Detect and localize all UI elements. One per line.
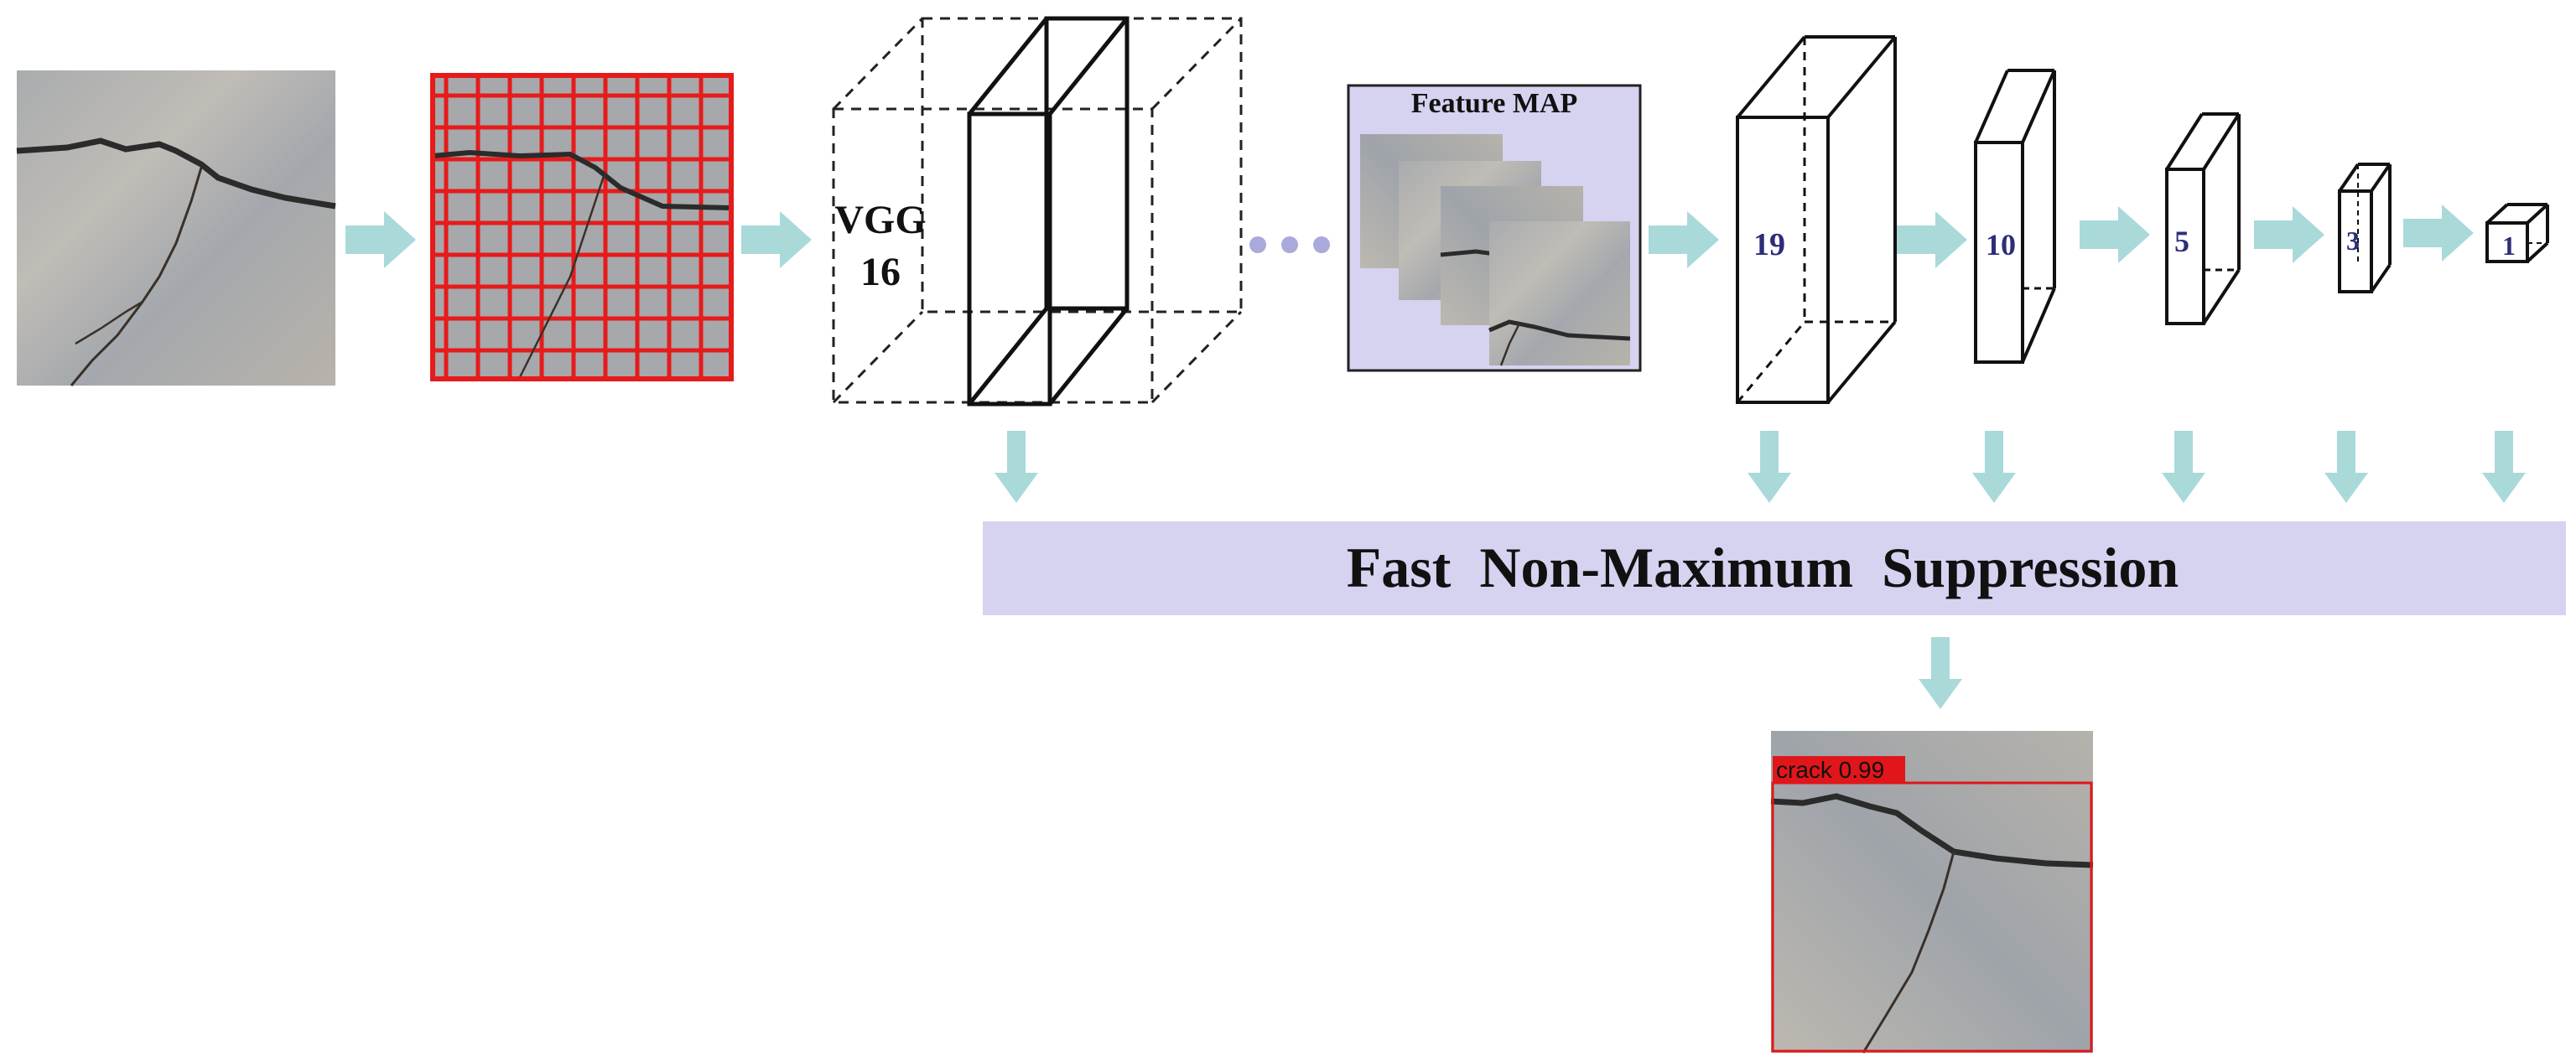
feature-block-10	[1974, 69, 2056, 364]
flow-arrow-7	[2403, 205, 2474, 262]
feature-scale-3: 3	[2346, 225, 2360, 256]
vgg16-block: VGG 16	[832, 16, 1243, 407]
vgg-label-line2: 16	[860, 250, 901, 294]
ellipsis-dots	[1249, 236, 1330, 253]
feature-map-stack	[1360, 134, 1631, 366]
detection-label-bg	[1773, 756, 1905, 783]
down-arrow-19	[1748, 431, 1791, 503]
nms-bar: Fast Non-Maximum Suppression	[983, 521, 2566, 615]
down-arrow-output	[1919, 637, 1962, 709]
detection-label: crack 0.99	[1776, 757, 1884, 783]
flow-arrow-2	[741, 211, 812, 268]
detection-bounding-box	[1771, 781, 2093, 1053]
down-arrow-1	[2482, 431, 2526, 503]
feature-map-title: Feature MAP	[1411, 88, 1578, 119]
feature-scale-19: 19	[1753, 227, 1785, 262]
flow-arrow-1	[345, 211, 416, 268]
feature-block-1	[2485, 203, 2549, 263]
feature-map-panel: Feature MAP	[1347, 84, 1642, 372]
feature-block-3	[2338, 163, 2392, 293]
feature-block-5	[2165, 112, 2241, 325]
down-arrow-10	[1972, 431, 2016, 503]
input-crack-image	[16, 70, 336, 386]
flow-arrow-5	[2080, 206, 2150, 263]
output-detection-image: crack 0.99	[1770, 731, 2094, 1054]
down-arrow-5	[2162, 431, 2205, 503]
flow-arrow-6	[2254, 206, 2324, 263]
grid-split-image	[430, 73, 734, 381]
down-arrow-3	[2324, 431, 2368, 503]
flow-arrow-3	[1649, 211, 1719, 268]
feature-block-19	[1736, 35, 1897, 404]
nms-label: Fast Non-Maximum Suppression	[1347, 536, 2179, 599]
flow-arrow-4	[1897, 211, 1967, 268]
feature-scale-1: 1	[2502, 231, 2516, 261]
feature-scale-5: 5	[2174, 225, 2189, 258]
down-arrow-vgg	[995, 431, 1038, 503]
feature-scale-10: 10	[1986, 228, 2016, 262]
vgg-label-line1: VGG	[834, 198, 926, 242]
